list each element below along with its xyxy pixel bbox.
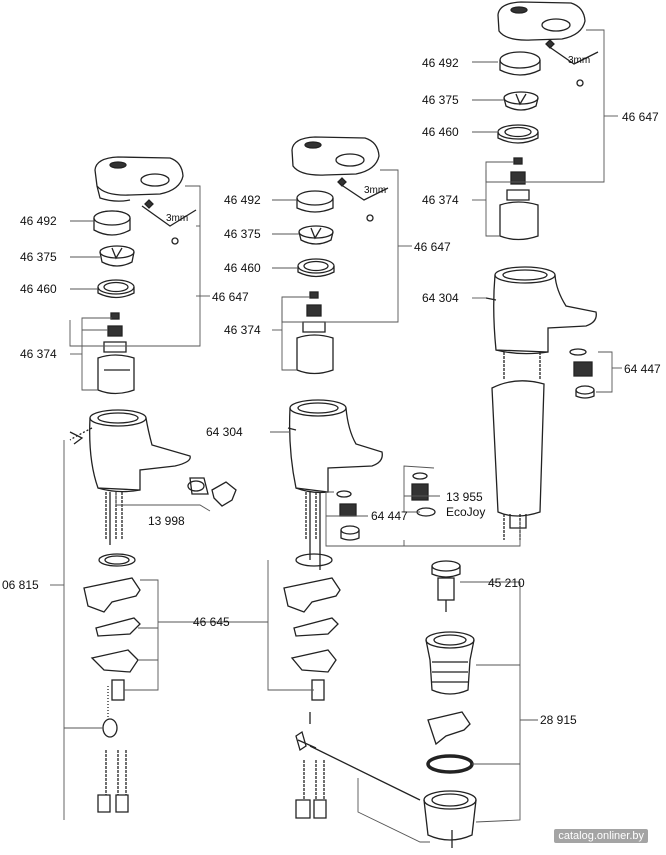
part-label-lever-kit-left: 46 647 [212,290,249,304]
part-label-dome-cap-middle: 46 375 [224,227,261,241]
part-label-retaining-nut-right: 46 460 [422,125,459,139]
part-label-waste-set: 28 915 [540,713,577,727]
hex-key-label-left: 3mm [166,213,189,224]
part-label-aerator-kit-right: 64 447 [624,362,661,376]
callout-lines [50,29,622,843]
ecojoy-label: EcoJoy [446,505,486,519]
part-label-cartridge-left: 46 374 [20,347,57,361]
part-label-ecojoy-aerator: 13 955 [446,490,483,504]
hex-key-label-right: 3mm [568,55,591,66]
part-label-retaining-nut-left: 46 460 [20,282,57,296]
part-label-lever-kit-right: 46 647 [622,110,659,124]
part-label-bidet-swivel-aerator: 13 998 [148,514,185,528]
part-label-cartridge-middle: 46 374 [224,323,261,337]
left-assembly [69,156,237,813]
part-label-dome-cap-right: 46 375 [422,93,459,107]
part-label-lever-handle-middle: 46 492 [224,193,261,207]
watermark: catalog.onliner.by [554,829,648,843]
part-label-lever-kit-middle: 46 647 [414,240,451,254]
part-label-fixing-kit: 46 645 [193,615,230,629]
hex-key-label-middle: 3mm [364,185,387,196]
right-assembly [423,1,599,848]
part-label-spout-body-right: 64 304 [422,291,459,305]
part-label-aerator-kit-middle: 64 447 [371,509,408,523]
part-label-spout-body-middle: 64 304 [206,425,243,439]
part-label-cartridge-right: 46 374 [422,193,459,207]
part-label-lever-handle-left: 46 492 [20,214,57,228]
part-label-pull-rod-set: 06 815 [2,578,39,592]
part-label-lever-handle-right: 46 492 [422,56,459,70]
part-label-dome-cap-left: 46 375 [20,250,57,264]
middle-assembly [283,136,436,819]
part-label-retaining-nut-middle: 46 460 [224,261,261,275]
part-label-pop-up-plug: 45 210 [488,576,525,590]
